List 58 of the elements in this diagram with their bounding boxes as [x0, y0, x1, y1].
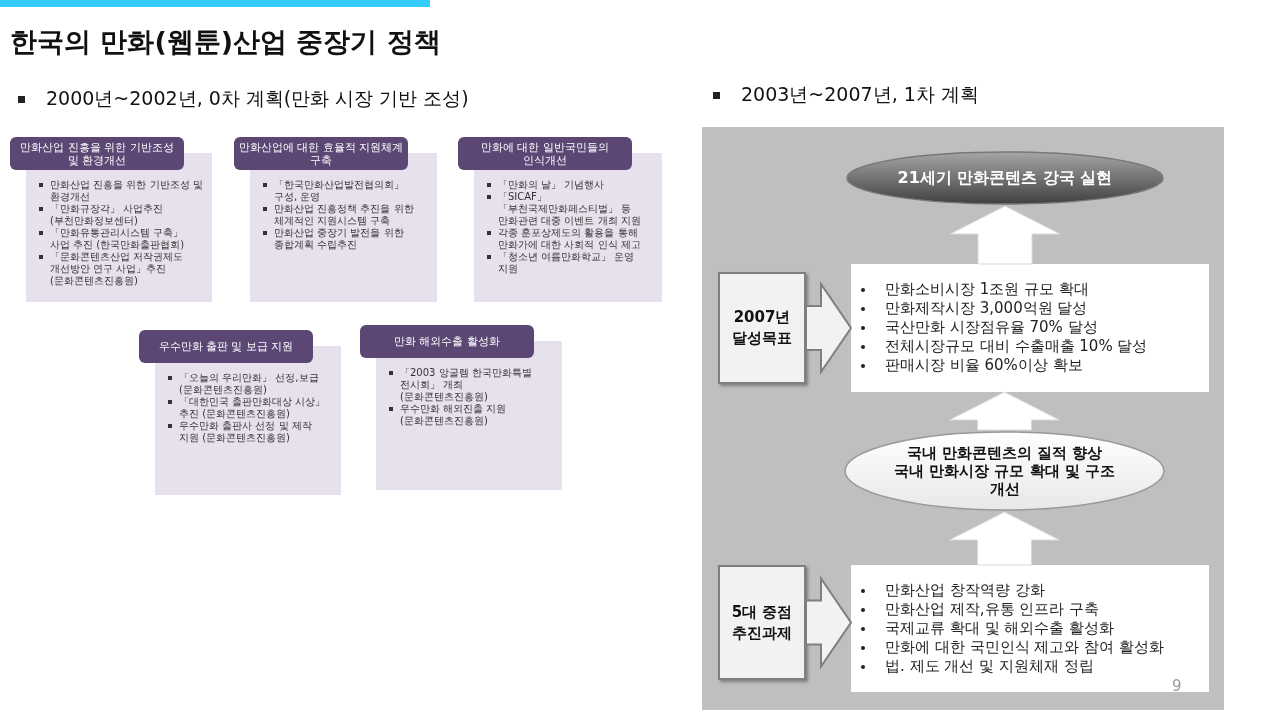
card-header	[139, 330, 313, 363]
bullet-item: 「한국만화산업발전협의회」 구성, 운영	[274, 179, 404, 202]
goal-ellipse	[843, 430, 1166, 512]
page-number: 9	[1172, 677, 1182, 695]
bullet-item: 「SICAF」「부천국제만화페스티벌」 등 만화관련 대중 이벤트 개최 지원	[498, 191, 641, 226]
bullet-item: 「만화의 날」 기념행사	[498, 179, 605, 190]
card-header	[10, 137, 184, 170]
block-arrow	[805, 280, 853, 376]
bullet-item: 판매시장 비율 60%이상 확보	[885, 356, 1083, 374]
bullet-item: 우수만화 해외진출 지원 (문화콘텐츠진흥원)	[400, 403, 507, 426]
bullet-item: 우수만화 출판사 선정 및 제작 지원 (문화콘텐츠진흥원)	[179, 420, 312, 443]
bullet-item: 만화에 대한 국민인식 제고와 참여 활성화	[885, 638, 1164, 656]
card-body	[250, 153, 437, 302]
bullet-item: 「만화규장각」 사업추진 (부천만화정보센터)	[50, 203, 164, 226]
ellipse-label: 21세기 만화콘텐츠 강국 실현	[897, 169, 1113, 187]
bullet-item: 만화제작시장 3,000억원 달성	[885, 299, 1088, 317]
bullet-item: 만화소비시장 1조원 규모 확대	[885, 280, 1089, 298]
bullet-item: 「2003 앙굴렘 한국만화특별 전시회」 개최 (문화콘텐츠진흥원)	[400, 367, 532, 402]
bullet-item: 법. 제도 개선 및 지원체재 정립	[885, 657, 1094, 675]
goal-ellipse	[845, 150, 1165, 206]
header-label: 만화산업 진흥을 위한 기반조성 및 환경개선	[19, 140, 175, 167]
bullet-item: 「오늘의 우리만화」 선정,보급 (문화콘텐츠진흥원)	[179, 372, 319, 395]
box-label: 5대 중점 추진과제	[730, 601, 794, 644]
bullet-item: 전체시장규모 대비 수출매출 10% 달성	[885, 337, 1148, 355]
bullet-item: 만화산업 중장기 발전을 위한 종합계획 수립추진	[274, 227, 404, 250]
ellipse-label: 국내 만화시장 규모 확대 및 구조 개선	[893, 462, 1116, 498]
bullet-item: 국제교류 확대 및 해외수출 활성화	[885, 619, 1115, 637]
box-label: 2007년 달성목표	[731, 307, 793, 349]
section-heading: 2000년~2002년, 0차 계획(만화 시장 기반 조성)	[46, 86, 469, 111]
bullet-item: 만화산업 진흥정책 추진을 위한 체계적인 지원시스템 구축	[274, 203, 414, 226]
header-label: 만화산업에 대한 효율적 지원체계 구축	[238, 140, 404, 167]
header-label: 만화에 대한 일반국민들의 인식개선	[480, 140, 610, 167]
bullet-item: 국산만화 시장점유율 70% 달성	[885, 318, 1098, 336]
list-box	[851, 264, 1209, 392]
card-header	[458, 137, 632, 170]
bullet-item: 만화산업 제작,유통 인프라 구축	[885, 600, 1100, 618]
category-box	[718, 565, 806, 680]
card-body	[26, 153, 212, 302]
list-box	[851, 565, 1209, 692]
block-arrow	[949, 511, 1060, 566]
header-label: 만화 해외수출 활성화	[394, 335, 500, 348]
bullet-item: 「문화콘텐츠산업 저작권제도 개선방안 연구 사업」추진 (문화콘텐츠진흥원)	[50, 251, 184, 286]
page-title: 한국의 만화(웹툰)산업 중장기 정책	[10, 25, 441, 59]
bullet-item: 「대한민국 출판만화대상 시상」 추진 (문화콘텐츠진흥원)	[179, 396, 326, 419]
bullet-item: 각종 훈포상제도의 활용을 통해 만화가에 대한 사회적 인식 제고	[498, 227, 641, 250]
bullet-item: 만화산업 진흥을 위한 기반조성 및 환경개선	[50, 179, 203, 202]
header-label: 우수만화 출판 및 보급 지원	[158, 340, 294, 353]
block-arrow	[949, 205, 1061, 265]
card-body	[474, 153, 662, 302]
bullet-item: 만화산업 창작역량 강화	[885, 581, 1045, 599]
section-heading: 2003년~2007년, 1차 계획	[741, 82, 979, 107]
ellipse-label: 국내 만화콘텐츠의 질적 향상	[906, 444, 1103, 462]
bullet-item: 「만화유통관리시스템 구축」 사업 추진 (한국만화출판협회)	[50, 227, 185, 250]
category-box	[718, 272, 806, 384]
block-arrow	[805, 575, 853, 670]
block-arrow	[949, 391, 1060, 431]
card-header	[360, 325, 534, 358]
bullet-item: 「청소년 여름만화학교」 운영 지원	[498, 251, 635, 274]
